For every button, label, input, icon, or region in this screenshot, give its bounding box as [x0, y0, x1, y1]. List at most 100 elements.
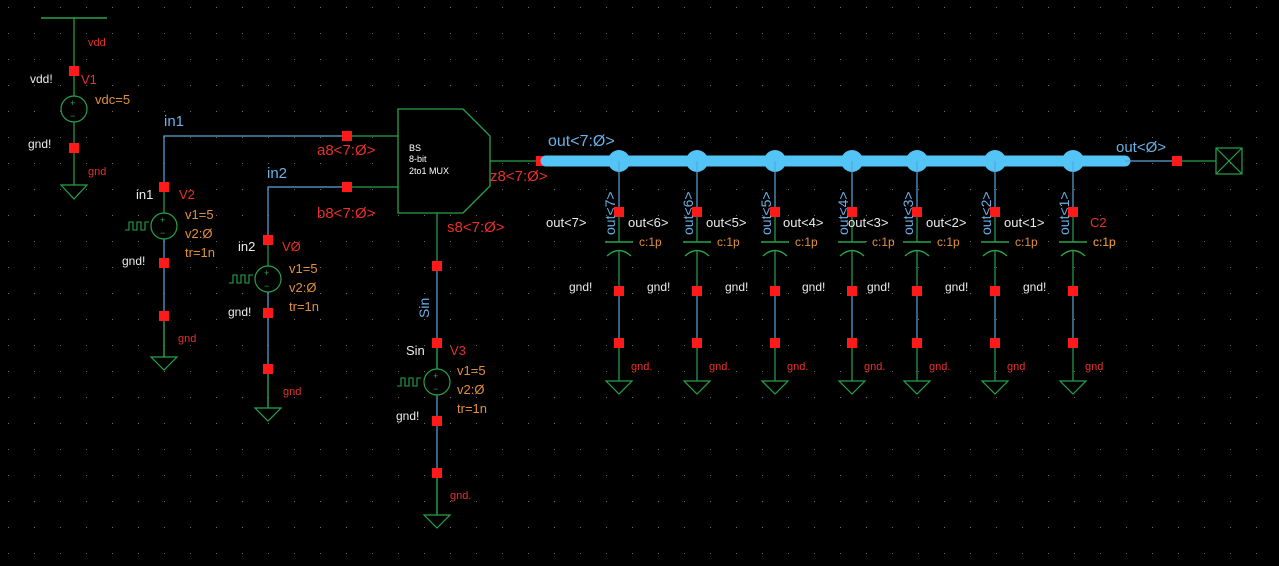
- grid-dot: [684, 267, 685, 268]
- pin[interactable]: [912, 286, 922, 296]
- pin[interactable]: [1068, 207, 1078, 217]
- pin[interactable]: [159, 258, 169, 268]
- grid-dot: [8, 345, 9, 346]
- pin[interactable]: [614, 207, 624, 217]
- pin[interactable]: [614, 286, 624, 296]
- wire-in2[interactable]: [267, 186, 347, 240]
- pin[interactable]: [263, 364, 273, 374]
- grid-dot: [112, 7, 113, 8]
- grid-dot: [1256, 163, 1257, 164]
- pin[interactable]: [990, 338, 1000, 348]
- pin[interactable]: [990, 207, 1000, 217]
- pin[interactable]: [1172, 156, 1182, 166]
- grid-dot: [502, 267, 503, 268]
- grid-dot: [346, 449, 347, 450]
- source-net-label: in2: [238, 239, 255, 254]
- grid-dot: [502, 397, 503, 398]
- grid-dot: [190, 241, 191, 242]
- pin[interactable]: [912, 207, 922, 217]
- grid-dot: [1230, 423, 1231, 424]
- grid-dot: [632, 371, 633, 372]
- wire-in1[interactable]: [163, 135, 347, 187]
- cap-net-label: out<2>: [926, 215, 967, 230]
- grid-dot: [476, 423, 477, 424]
- grid-dot: [1100, 553, 1101, 554]
- noconn-terminal-icon[interactable]: [1215, 147, 1243, 175]
- pin[interactable]: [770, 286, 780, 296]
- grid-dot: [502, 7, 503, 8]
- grid-dot: [996, 59, 997, 60]
- pin[interactable]: [263, 308, 273, 318]
- pin[interactable]: [770, 338, 780, 348]
- pin[interactable]: [847, 338, 857, 348]
- grid-dot: [918, 137, 919, 138]
- pin[interactable]: [770, 207, 780, 217]
- pin[interactable]: [263, 235, 273, 245]
- grid-dot: [398, 371, 399, 372]
- grid-dot: [1178, 267, 1179, 268]
- grid-dot: [86, 241, 87, 242]
- pulse-source-v3[interactable]: Sin Sin V3 + − v1=5 v2:Ø tr=1n gnd! gnd.: [396, 261, 487, 529]
- gnd-label: gnd.: [631, 361, 652, 373]
- grid-dot: [216, 449, 217, 450]
- pulse-source-v0[interactable]: in2 VØ + − v1=5 v2:Ø tr=1n gnd! gnd: [228, 235, 319, 422]
- mux-block[interactable]: a8<7:Ø> b8<7:Ø> BS 8-bit 2to1 MUX z8<7:Ø…: [317, 108, 548, 266]
- pin[interactable]: [432, 338, 442, 348]
- grid-dot: [268, 475, 269, 476]
- svg-text:−: −: [433, 384, 438, 394]
- grid-dot: [60, 189, 61, 190]
- pin[interactable]: [1068, 338, 1078, 348]
- pulse-source-v2[interactable]: in1 V2 + − v1=5 v2:Ø tr=1n gnd! gnd: [122, 182, 215, 371]
- pin[interactable]: [614, 338, 624, 348]
- grid-dot: [1204, 241, 1205, 242]
- pin[interactable]: [432, 416, 442, 426]
- pin[interactable]: [159, 182, 169, 192]
- grid-dot: [346, 59, 347, 60]
- grid-dot: [840, 423, 841, 424]
- pin-b[interactable]: [342, 182, 352, 192]
- grid-dot: [580, 215, 581, 216]
- grid-dot: [190, 267, 191, 268]
- grid-dot: [1126, 345, 1127, 346]
- mux-title-line: 2to1 MUX: [409, 166, 449, 176]
- gnd-net-label: gnd!: [647, 280, 670, 294]
- pin[interactable]: [847, 286, 857, 296]
- grid-dot: [164, 7, 165, 8]
- output-bus[interactable]: out<7:Ø> out<Ø>: [540, 133, 1243, 175]
- pin[interactable]: [1068, 286, 1078, 296]
- pin[interactable]: [990, 286, 1000, 296]
- pin[interactable]: [69, 143, 79, 153]
- grid-dot: [1048, 397, 1049, 398]
- grid-dot: [424, 267, 425, 268]
- pin[interactable]: [159, 311, 169, 321]
- grid-dot: [944, 137, 945, 138]
- pin[interactable]: [692, 286, 702, 296]
- pin-a[interactable]: [342, 131, 352, 141]
- pin[interactable]: [912, 338, 922, 348]
- pin[interactable]: [432, 261, 442, 271]
- pin[interactable]: [692, 338, 702, 348]
- grid-dot: [8, 293, 9, 294]
- grid-dot: [554, 397, 555, 398]
- pin[interactable]: [692, 207, 702, 217]
- pin[interactable]: [432, 468, 442, 478]
- pin[interactable]: [847, 207, 857, 217]
- vdd-source-v1[interactable]: vdd vdd! V1 + − vdc=5 gnd! gnd: [28, 17, 130, 200]
- grid-dot: [918, 85, 919, 86]
- grid-dot: [60, 137, 61, 138]
- grid-dot: [34, 137, 35, 138]
- grid-dot: [502, 319, 503, 320]
- grid-dot: [606, 319, 607, 320]
- grid-dot: [684, 215, 685, 216]
- grid-dot: [1178, 371, 1179, 372]
- grid-dot: [112, 449, 113, 450]
- pin[interactable]: [69, 66, 79, 76]
